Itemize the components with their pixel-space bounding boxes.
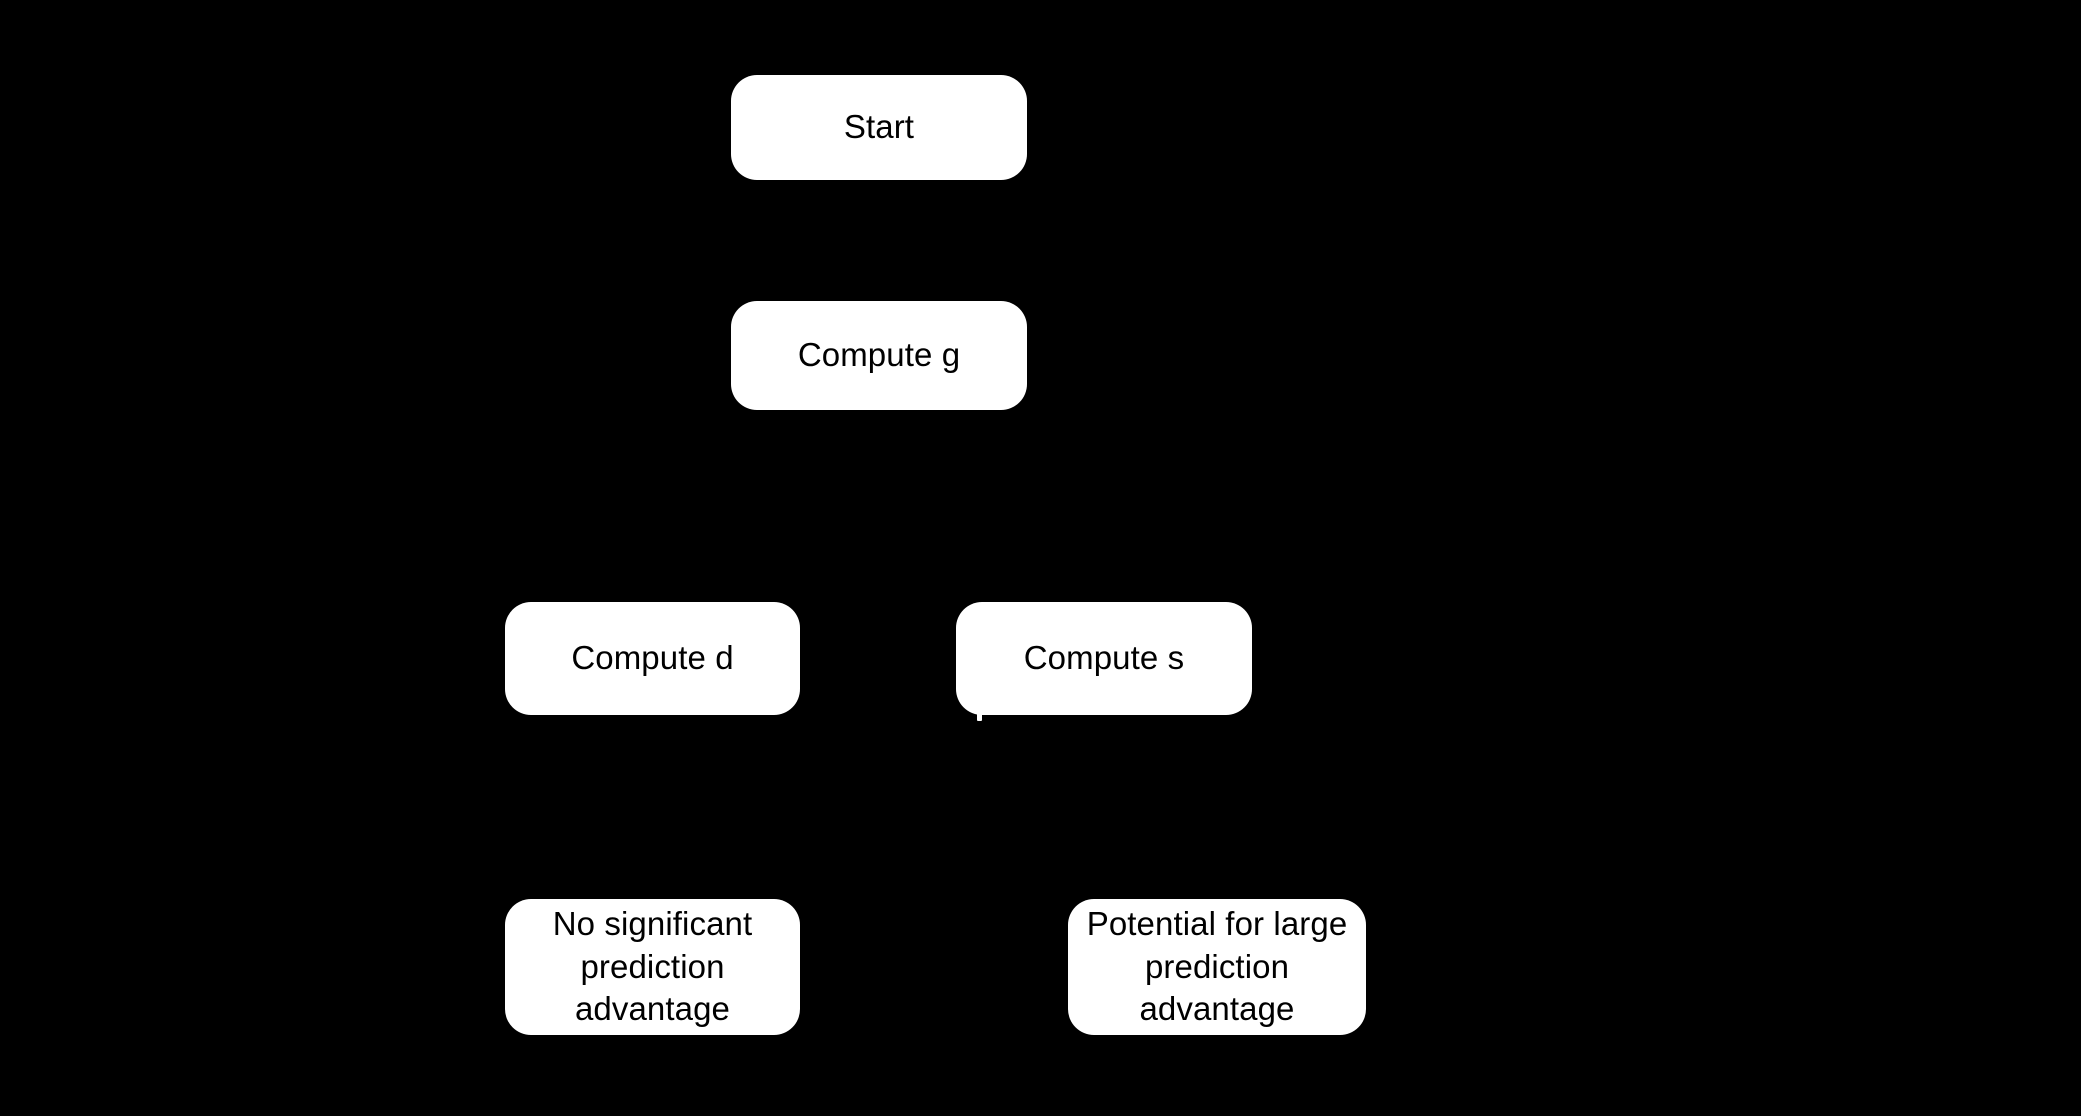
node-compute-g[interactable]: Compute g [731,301,1027,410]
node-outcome-potential-large-advantage[interactable]: Potential for large prediction advantage [1068,899,1366,1035]
edge-compute-g-to-compute-s [877,410,1122,608]
node-compute-s[interactable]: Compute s [956,602,1252,715]
node-outcome-no-significant-advantage[interactable]: No significant prediction advantage [505,899,800,1035]
edge-compute-g-to-compute-d [634,410,881,608]
node-start-label: Start [843,108,915,146]
edge-stub-compute-s [977,711,982,721]
edge-compute-s-to-outcome [1102,715,1235,905]
node-start[interactable]: Start [731,75,1027,180]
node-compute-s-label: Compute s [1023,639,1185,677]
node-outcome-right-label: Potential for large prediction advantage [1086,904,1348,1028]
node-compute-g-label: Compute g [797,336,961,374]
node-compute-d-label: Compute d [571,639,734,677]
node-outcome-left-label: No significant prediction advantage [552,904,753,1028]
node-compute-d[interactable]: Compute d [505,602,800,715]
